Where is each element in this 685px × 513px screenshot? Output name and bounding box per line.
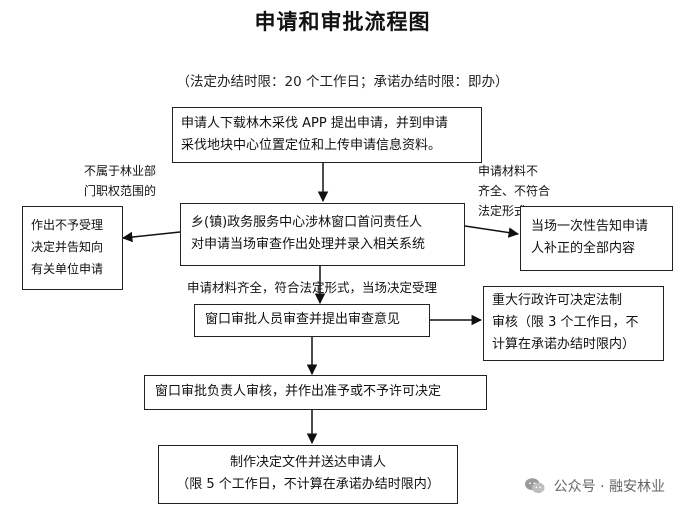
deliver-box: 制作决定文件并送达申请人 （限 5 个工作日，不计算在承诺办结时限内）	[158, 445, 458, 504]
arrow-step2-to-reject	[121, 231, 181, 243]
apply-box: 申请人下载林木采伐 APP 提出申请，并到申请 采伐地块中心位置定位和上传申请信…	[172, 107, 482, 163]
staff-review-box: 窗口审批人员审查并提出审查意见	[194, 304, 430, 337]
arrow-step2-to-notify	[464, 225, 520, 238]
watermark-text: 公众号 · 融安林业	[553, 479, 665, 495]
not-forestry-label: 不属于林业部 门职权范围的	[84, 164, 157, 198]
time-limit-note: （法定办结时限：20 个工作日；承诺办结时限：即办）	[176, 74, 509, 90]
apply-line-1: 申请人下载林木采伐 APP 提出申请，并到申请	[181, 116, 448, 131]
incomplete-label: 申请材料不 齐全、不符合 法定形式	[478, 164, 551, 218]
watermark: 公众号 · 融安林业	[524, 476, 665, 496]
wechat-icon	[524, 478, 545, 494]
accepted-label: 申请材料齐全，符合法定形式，当场决定受理	[187, 280, 438, 295]
window-review-box: 乡(镇)政务服务中心涉林窗口首问责任人 对申请当场审查作出处理并录入相关系统	[180, 203, 465, 266]
reject-box: 作出不予受理 决定并告知向 有关单位申请	[22, 206, 123, 290]
page-title: 申请和审批流程图	[254, 10, 431, 34]
notify-box: 当场一次性告知申请 人补正的全部内容	[520, 206, 673, 271]
apply-line-2: 采伐地块中心位置定位和上传申请信息资料。	[181, 138, 442, 153]
decision-box: 窗口审批负责人审核，并作出准予或不予许可决定	[144, 375, 487, 410]
legal-review-box: 重大行政许可决定法制 审核（限 3 个工作日，不 计算在承诺办结时限内）	[483, 286, 664, 361]
